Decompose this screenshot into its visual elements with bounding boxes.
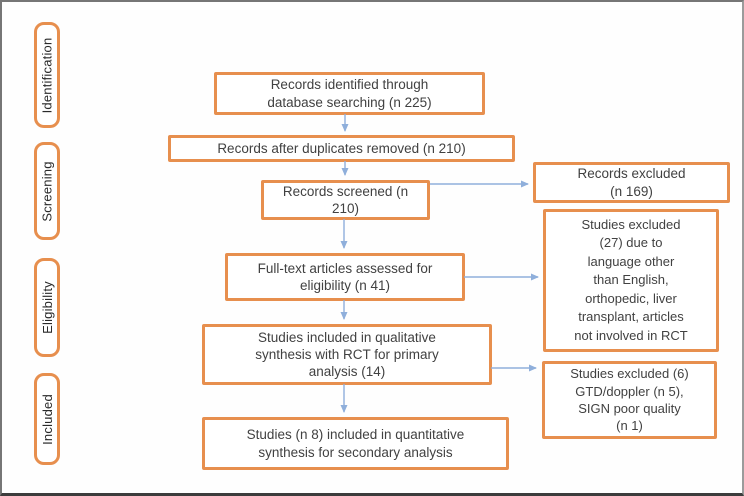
flow-box-studies-excluded-6-text: Studies excluded (6) GTD/doppler (n 5), … [570,366,689,434]
flow-box-records-screened: Records screened (n 210) [261,180,430,220]
flow-box-qualitative-synthesis-text: Studies included in qualitative synthesi… [255,329,439,380]
stage-label-included: Included [39,393,55,445]
flow-box-qualitative-synthesis: Studies included in qualitative synthesi… [202,324,492,385]
stage-box-included: Included [34,373,60,465]
flow-box-duplicates-removed-text: Records after duplicates removed (n 210) [217,140,466,156]
flow-box-duplicates-removed: Records after duplicates removed (n 210) [168,135,515,162]
flow-box-quantitative-synthesis: Studies (n 8) included in quantitative s… [202,417,509,470]
stage-label-screening: Screening [39,160,55,222]
stage-label-identification: Identification [39,37,55,113]
flow-box-studies-excluded-27-text: Studies excluded (27) due to language ot… [574,216,688,343]
flow-box-studies-excluded-27: Studies excluded (27) due to language ot… [543,209,719,352]
stage-box-eligibility: Eligibility [34,258,60,357]
flow-box-records-identified: Records identified through database sear… [214,72,485,115]
flow-box-studies-excluded-6: Studies excluded (6) GTD/doppler (n 5), … [542,361,717,439]
stage-box-identification: Identification [34,22,60,128]
flow-box-fulltext-assessed: Full-text articles assessed for eligibil… [225,253,465,301]
flow-box-records-identified-text: Records identified through database sear… [267,77,432,110]
flow-box-records-excluded: Records excluded (n 169) [533,162,730,203]
stage-label-eligibility: Eligibility [39,281,55,334]
flow-box-records-excluded-text: Records excluded (n 169) [577,166,686,199]
stage-box-screening: Screening [34,142,60,240]
flow-box-quantitative-synthesis-text: Studies (n 8) included in quantitative s… [246,427,465,460]
flow-box-records-screened-text: Records screened (n 210) [282,183,409,216]
flow-box-fulltext-assessed-text: Full-text articles assessed for eligibil… [257,260,433,293]
